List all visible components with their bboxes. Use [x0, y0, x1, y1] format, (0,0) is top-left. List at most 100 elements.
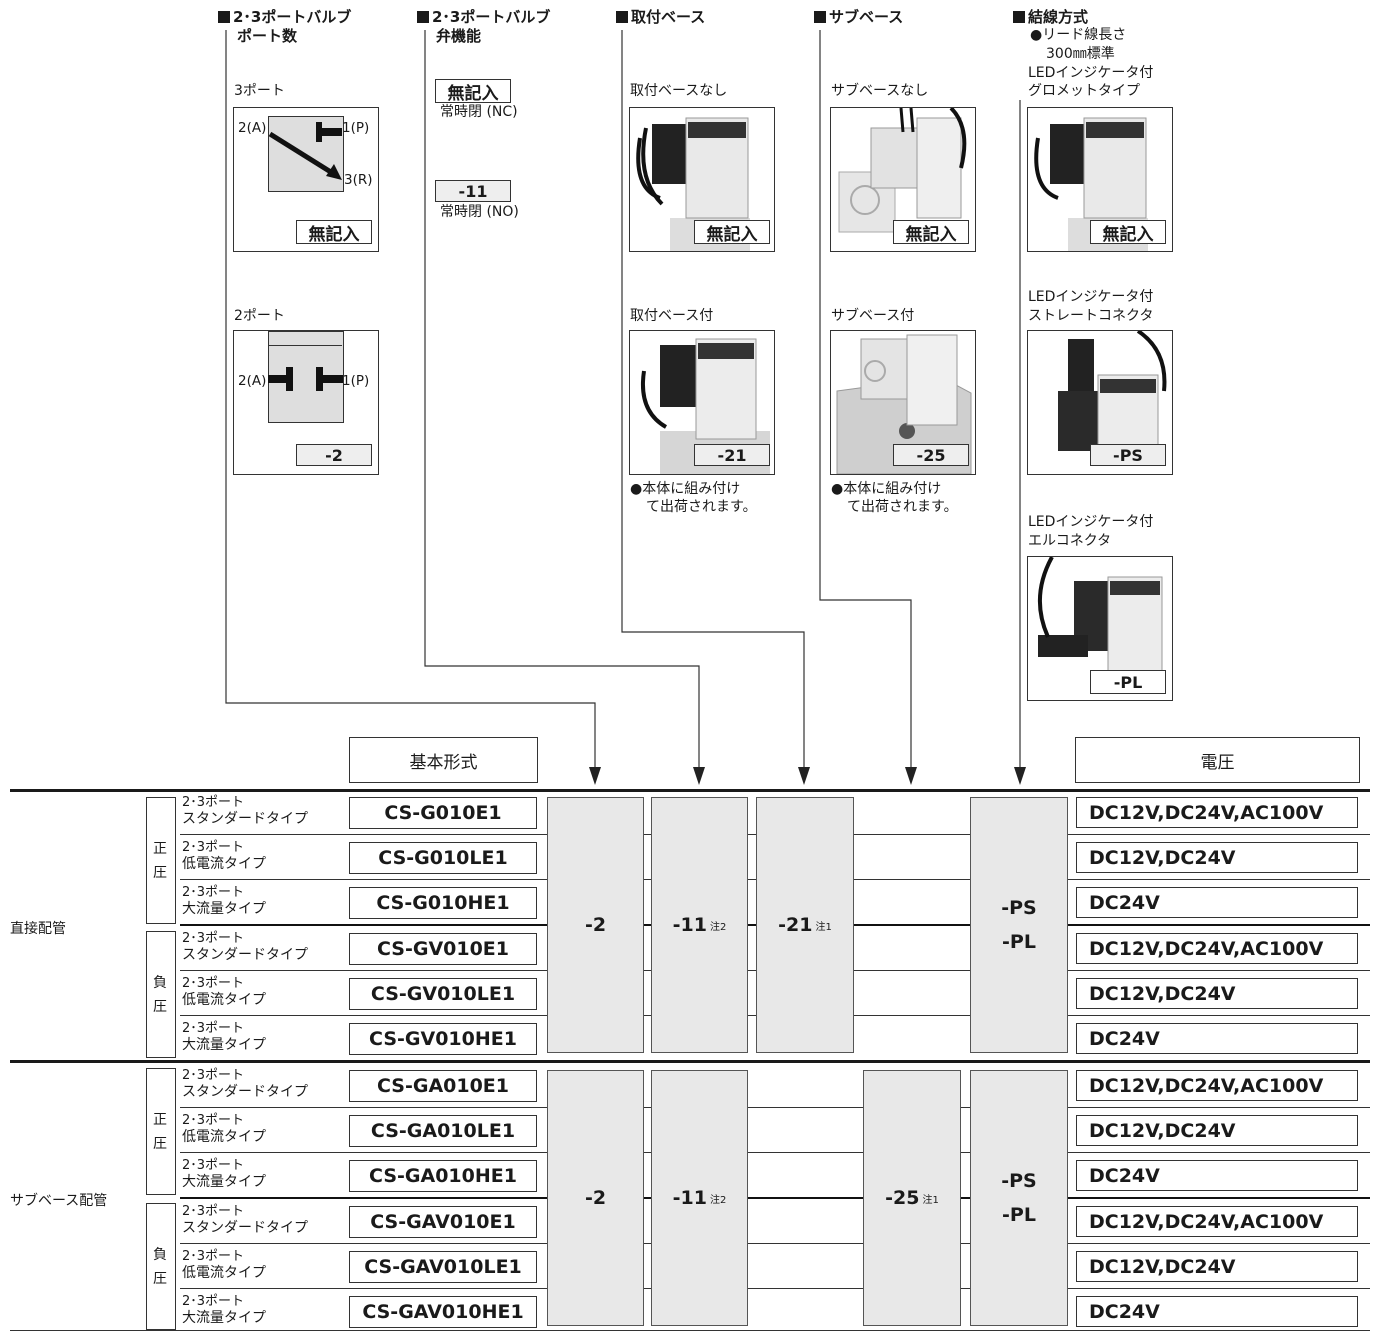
model-code: CS-G010HE1	[349, 887, 537, 919]
wiring-note-lead: ●リード線長さ	[1030, 27, 1127, 43]
wiring-l-label-2: エルコネクタ	[1028, 533, 1112, 549]
row-type-line-2: 大流量タイプ	[182, 1037, 266, 1053]
two-port-blocked-icon	[268, 367, 343, 391]
row-type-line-1: 2･3ポート	[182, 795, 245, 810]
row-type-line-2: スタンダードタイプ	[182, 1220, 308, 1236]
header-sub-base: サブベース	[814, 8, 903, 27]
mount-base-none-code: 無記入	[694, 220, 770, 245]
row-type-line-1: 2･3ポート	[182, 1158, 245, 1173]
group-subbase-piping: サブベース配管	[10, 1193, 108, 1209]
row-separator	[180, 1197, 1370, 1199]
row-type-line-2: 低電流タイプ	[182, 856, 266, 872]
positive-pressure-box: 正 圧	[146, 797, 176, 924]
wiring-note-grommet: グロメットタイプ	[1028, 83, 1140, 99]
row-type-label: 2･3ポートスタンダードタイプ	[182, 1204, 308, 1236]
mount-base-none-label: 取付ベースなし	[630, 83, 728, 99]
row-type-label: 2･3ポートスタンダードタイプ	[182, 1068, 308, 1100]
negative-char-1: 負	[153, 1247, 167, 1263]
row-type-label: 2･3ポート大流量タイプ	[182, 1021, 266, 1053]
voltage-header: 電圧	[1075, 737, 1360, 783]
voltage-value: DC24V	[1076, 1023, 1358, 1054]
header-wiring: 結線方式	[1013, 8, 1088, 27]
table-group-rule	[10, 1060, 1370, 1063]
wiring-note-led: LEDインジケータ付	[1028, 65, 1154, 81]
two-port-symbol: 2(A) 1(P) -2	[233, 330, 379, 475]
row-type-line-1: 2･3ポート	[182, 931, 245, 946]
valve-photo-no-subbase: 無記入	[830, 107, 976, 252]
wiring-note-length: 300㎜標準	[1046, 46, 1115, 62]
valve-photo-straight-connector: -PS	[1027, 330, 1173, 475]
port-r-label: 3(R)	[344, 172, 373, 188]
no-code: -11	[435, 180, 511, 202]
row-type-line-2: 大流量タイプ	[182, 1174, 266, 1190]
mount-base-with-code: -21	[694, 444, 770, 466]
row-type-label: 2･3ポートスタンダードタイプ	[182, 931, 308, 963]
row-type-line-2: 低電流タイプ	[182, 1265, 266, 1281]
row-type-line-1: 2･3ポート	[182, 885, 245, 900]
port-p-label: 1(P)	[342, 120, 370, 136]
mount-base-note-2: て出荷されます。	[646, 499, 757, 515]
model-code: CS-GV010HE1	[349, 1023, 537, 1055]
positive-char-2: 圧	[153, 865, 167, 881]
row-type-line-1: 2･3ポート	[182, 1021, 245, 1036]
port-p-label: 1(P)	[342, 373, 370, 389]
positive-char-1: 正	[153, 841, 167, 857]
positive-char-1: 正	[153, 1112, 167, 1128]
voltage-value: DC12V,DC24V,AC100V	[1076, 797, 1358, 828]
row-type-line-2: 低電流タイプ	[182, 1129, 266, 1145]
voltage-value: DC24V	[1076, 1296, 1358, 1327]
negative-char-2: 圧	[153, 1271, 167, 1287]
model-code: CS-GA010HE1	[349, 1160, 537, 1192]
voltage-value: DC12V,DC24V	[1076, 978, 1358, 1009]
three-port-code: 無記入	[296, 220, 372, 245]
symbol-divider	[268, 345, 342, 346]
row-type-label: 2･3ポート低電流タイプ	[182, 840, 266, 872]
voltage-value: DC12V,DC24V,AC100V	[1076, 1206, 1358, 1237]
negative-char-1: 負	[153, 975, 167, 991]
sub-base-note-2: て出荷されます。	[847, 499, 958, 515]
row-type-line-2: スタンダードタイプ	[182, 1084, 308, 1100]
row-type-line-2: 大流量タイプ	[182, 901, 266, 917]
voltage-value: DC12V,DC24V	[1076, 1115, 1358, 1146]
row-separator	[180, 1243, 1370, 1244]
valve-photo-no-base: 無記入	[629, 107, 775, 252]
nc-label: 常時閉 (NC)	[440, 104, 518, 120]
port-a-label: 2(A)	[238, 373, 267, 389]
square-bullet-icon	[814, 11, 826, 23]
row-type-line-1: 2･3ポート	[182, 1249, 245, 1264]
g2-port-option: -2	[547, 1070, 644, 1326]
row-type-line-2: スタンダードタイプ	[182, 947, 308, 963]
mount-base-note-1: ●本体に組み付け	[630, 481, 741, 497]
valve-photo-with-subbase: -25	[830, 330, 976, 475]
header-mount-base: 取付ベース	[616, 8, 705, 27]
row-type-label: 2･3ポートスタンダードタイプ	[182, 795, 308, 827]
sub-base-with-code: -25	[893, 444, 969, 466]
row-type-label: 2･3ポート大流量タイプ	[182, 1158, 266, 1190]
model-code: CS-GAV010HE1	[349, 1296, 537, 1328]
row-type-line-1: 2･3ポート	[182, 1113, 245, 1128]
header-valve-function-sub: 弁機能	[436, 27, 482, 45]
voltage-value: DC12V,DC24V	[1076, 842, 1358, 873]
model-code: CS-GA010E1	[349, 1070, 537, 1102]
row-type-line-1: 2･3ポート	[182, 1294, 245, 1309]
row-separator	[180, 1152, 1370, 1153]
wiring-grommet-code: 無記入	[1090, 220, 1166, 245]
row-separator	[180, 1107, 1370, 1108]
row-type-label: 2･3ポート大流量タイプ	[182, 885, 266, 917]
model-code: CS-GV010LE1	[349, 978, 537, 1010]
row-type-label: 2･3ポート低電流タイプ	[182, 976, 266, 1008]
row-type-line-1: 2･3ポート	[182, 840, 245, 855]
row-separator	[180, 1288, 1370, 1289]
row-type-label: 2･3ポート低電流タイプ	[182, 1249, 266, 1281]
arrow-heads	[589, 767, 1026, 785]
nc-code: 無記入	[435, 79, 511, 104]
no-label: 常時閉 (NO)	[440, 204, 519, 220]
square-bullet-icon	[1013, 11, 1025, 23]
solenoid-valve-grommet-image	[1034, 117, 1148, 251]
row-type-label: 2･3ポート低電流タイプ	[182, 1113, 266, 1145]
sub-base-with-label: サブベース付	[831, 308, 915, 324]
table-top-rule	[10, 789, 1370, 792]
